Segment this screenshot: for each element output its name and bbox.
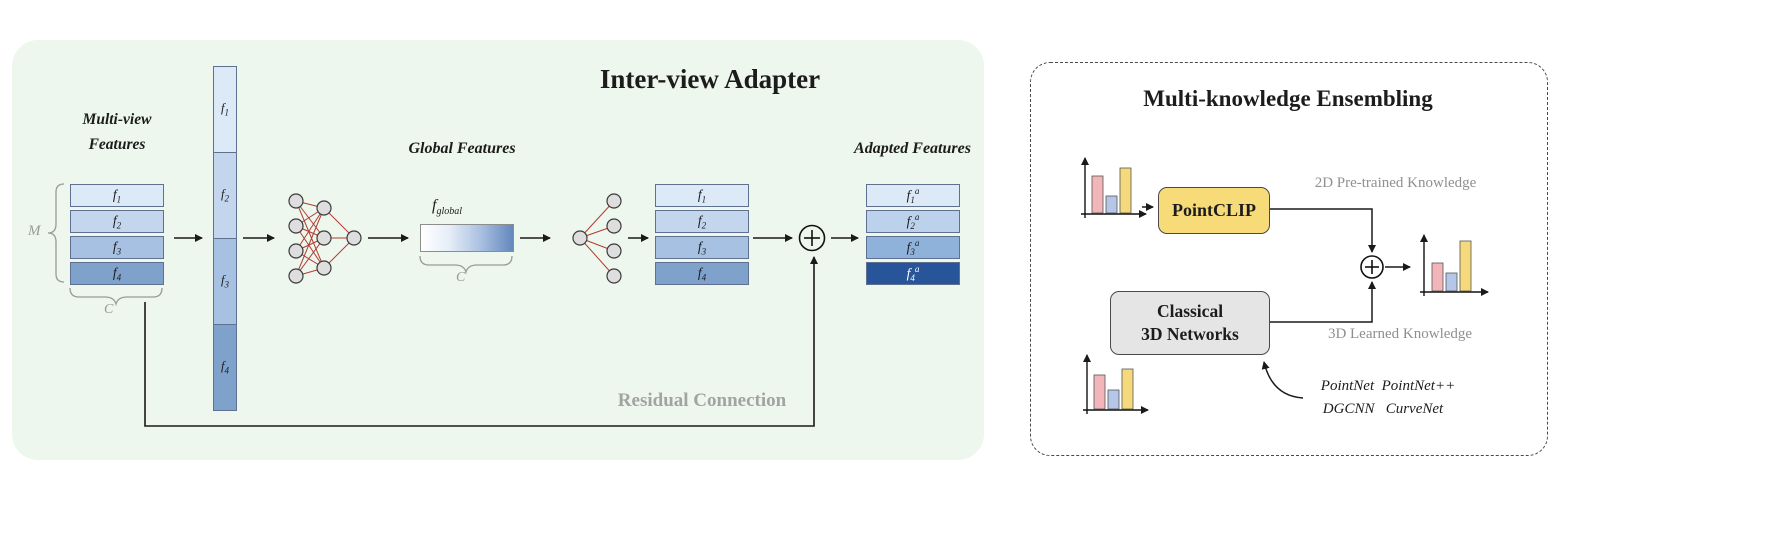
reconstructed-feature-stack: f1 f2 f3 f4 bbox=[655, 184, 749, 288]
feature-bar: f4 bbox=[70, 262, 164, 285]
multi-knowledge-panel bbox=[1030, 62, 1548, 456]
global-features-label: Global Features bbox=[408, 140, 516, 157]
feature-bar: f3 bbox=[70, 236, 164, 259]
feature-bar: f2a bbox=[866, 210, 960, 233]
knowledge-3d-label: 3D Learned Knowledge bbox=[1327, 326, 1473, 342]
c-dimension-label: C bbox=[456, 270, 466, 285]
feature-segment: f3 bbox=[214, 238, 236, 324]
ensembling-title: Multi-knowledge Ensembling bbox=[1143, 86, 1433, 111]
m-dimension-label: M bbox=[28, 223, 41, 239]
feature-bar: f4a bbox=[866, 262, 960, 285]
feature-bar: f1 bbox=[655, 184, 749, 207]
f-global-label: fglobal bbox=[432, 197, 463, 218]
multiview-feature-stack: f1 f2 f3 f4 bbox=[70, 184, 164, 288]
networks-list-line1: PointNet PointNet++ bbox=[1320, 378, 1456, 394]
c-dimension-label: C bbox=[104, 302, 114, 317]
feature-bar: f1 bbox=[70, 184, 164, 207]
concat-feature-bar: f1 f2 f3 f4 bbox=[213, 66, 237, 411]
pointclip-box: PointCLIP bbox=[1158, 187, 1270, 234]
networks-list-line2: DGCNN CurveNet bbox=[1322, 401, 1444, 417]
feature-segment: f2 bbox=[214, 152, 236, 238]
residual-connection-label: Residual Connection bbox=[617, 390, 787, 411]
feature-bar: f3a bbox=[866, 236, 960, 259]
adapter-title: Inter-view Adapter bbox=[599, 64, 821, 94]
feature-segment: f4 bbox=[214, 324, 236, 410]
feature-bar: f4 bbox=[655, 262, 749, 285]
adapted-features-label: Adapted Features bbox=[854, 140, 971, 157]
multiview-features-label: Multi-view Features bbox=[82, 111, 152, 153]
feature-segment: f1 bbox=[214, 67, 236, 152]
feature-bar: f2 bbox=[70, 210, 164, 233]
adapted-feature-stack: f1a f2a f3a f4a bbox=[866, 184, 960, 288]
classical-3d-networks-box: Classical 3D Networks bbox=[1110, 291, 1270, 355]
knowledge-2d-label: 2D Pre-trained Knowledge bbox=[1314, 175, 1477, 191]
feature-bar: f3 bbox=[655, 236, 749, 259]
global-feature-bar bbox=[420, 224, 514, 252]
feature-bar: f1a bbox=[866, 184, 960, 207]
feature-bar: f2 bbox=[655, 210, 749, 233]
